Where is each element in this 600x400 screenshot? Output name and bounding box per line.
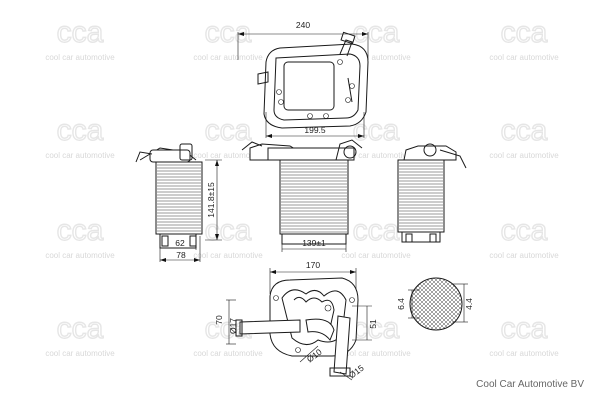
watermark-logo-text: cca (57, 16, 104, 49)
watermark-tagline: cool car automotive (45, 251, 115, 260)
watermark-tagline: cool car automotive (341, 151, 411, 160)
watermark-logo: cca cool car automotive (45, 311, 115, 358)
watermark-tagline: cool car automotive (45, 151, 115, 160)
dim-bottom-height: 70 (214, 315, 224, 325)
watermark-logo-text: cca (501, 16, 548, 49)
watermark-tagline: cool car automotive (489, 349, 559, 358)
watermark-tagline: cool car automotive (489, 251, 559, 260)
dim-side-base-outer: 78 (176, 250, 186, 260)
core-detail: 6.4 4.4 (396, 277, 474, 331)
watermark-logo: cca cool car automotive (193, 15, 263, 62)
watermark-logo-text: cca (501, 312, 548, 345)
dim-bottom-width: 170 (306, 260, 320, 270)
dim-front-base: 139±1 (302, 238, 326, 248)
dim-bottom-offset: 51 (368, 319, 378, 329)
watermark-tagline: cool car automotive (193, 349, 263, 358)
watermark-tagline: cool car automotive (193, 53, 263, 62)
watermark-logo: cca cool car automotive (489, 113, 559, 160)
watermark-logo-text: cca (205, 114, 252, 147)
watermark-logo-text: cca (57, 214, 104, 247)
watermark-tagline: cool car automotive (489, 53, 559, 62)
side-view-left: 141.8±15 62 78 (135, 143, 222, 262)
watermark-tagline: cool car automotive (489, 151, 559, 160)
bottom-view: 170 70 Ø17 Ø10 Ø15 51 (214, 260, 378, 380)
watermark-grid: cca cool car automotive cca cool car automo… (45, 15, 559, 358)
dim-core-height: 4.4 (464, 298, 474, 310)
watermark-logo-text: cca (353, 214, 400, 247)
watermark-logo-text: cca (57, 114, 104, 147)
side-view-right (397, 143, 467, 243)
watermark-tagline: cool car automotive (193, 151, 263, 160)
watermark-logo: cca cool car automotive (45, 113, 115, 160)
dim-core-width: 6.4 (396, 298, 406, 310)
watermark-logo-text: cca (205, 16, 252, 49)
watermark-tagline: cool car automotive (341, 251, 411, 260)
dim-pipe-dia-right: Ø15 (347, 363, 366, 381)
front-view: 139±1 (241, 139, 363, 252)
dim-top-width: 240 (296, 20, 310, 30)
brand-caption: Cool Car Automotive BV (476, 379, 584, 390)
watermark-tagline: cool car automotive (341, 349, 411, 358)
watermark-tagline: cool car automotive (341, 53, 411, 62)
top-view: 240 199.5 (237, 20, 369, 138)
watermark-logo: cca cool car automotive (489, 15, 559, 62)
watermark-tagline: cool car automotive (193, 251, 263, 260)
watermark-logo: cca cool car automotive (489, 311, 559, 358)
dim-side-base-inner: 62 (175, 238, 185, 248)
watermark-tagline: cool car automotive (45, 53, 115, 62)
dim-side-height: 141.8±15 (206, 182, 216, 218)
dim-top-inner-width: 199.5 (304, 125, 326, 135)
watermark-logo: cca cool car automotive (45, 15, 115, 62)
watermark-logo: cca cool car automotive (193, 213, 263, 260)
watermark-logo: cca cool car automotive (193, 113, 263, 160)
dim-pipe-dia-left: Ø17 (228, 318, 238, 334)
watermark-logo-text: cca (57, 312, 104, 345)
watermark-logo: cca cool car automotive (341, 213, 411, 260)
watermark-logo: cca cool car automotive (45, 213, 115, 260)
watermark-logo: cca cool car automotive (489, 213, 559, 260)
watermark-logo-text: cca (353, 16, 400, 49)
watermark-tagline: cool car automotive (45, 349, 115, 358)
watermark-logo-text: cca (501, 114, 548, 147)
watermark-logo-text: cca (205, 214, 252, 247)
watermark-logo-text: cca (501, 214, 548, 247)
watermark-logo: cca cool car automotive (341, 15, 411, 62)
